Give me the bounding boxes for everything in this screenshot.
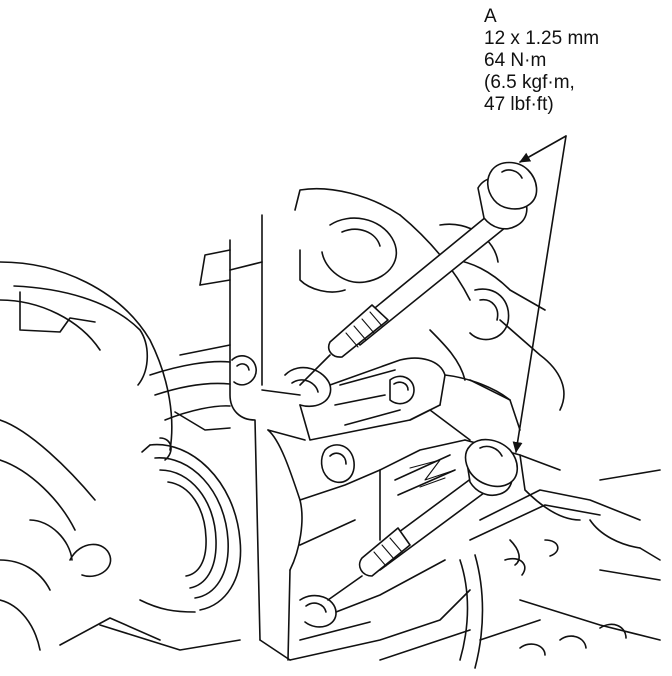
torque-lbfft: 47 lbf·ft) — [484, 94, 554, 115]
engine-block — [99, 187, 661, 669]
left-housing — [0, 261, 173, 651]
torque-kgfm: (6.5 kgf·m, — [484, 72, 575, 93]
upper-bolt-a — [299, 161, 538, 386]
callout-letter: A — [484, 6, 497, 27]
torque-callout: A 12 x 1.25 mm 64 N·m (6.5 kgf·m, 47 lbf… — [484, 6, 599, 116]
thread-spec: 12 x 1.25 mm — [484, 28, 600, 49]
torque-nm: 64 N·m — [484, 50, 547, 71]
lower-bolt — [327, 438, 519, 601]
oil-seal — [141, 437, 242, 611]
callout-leaders — [512, 135, 567, 453]
